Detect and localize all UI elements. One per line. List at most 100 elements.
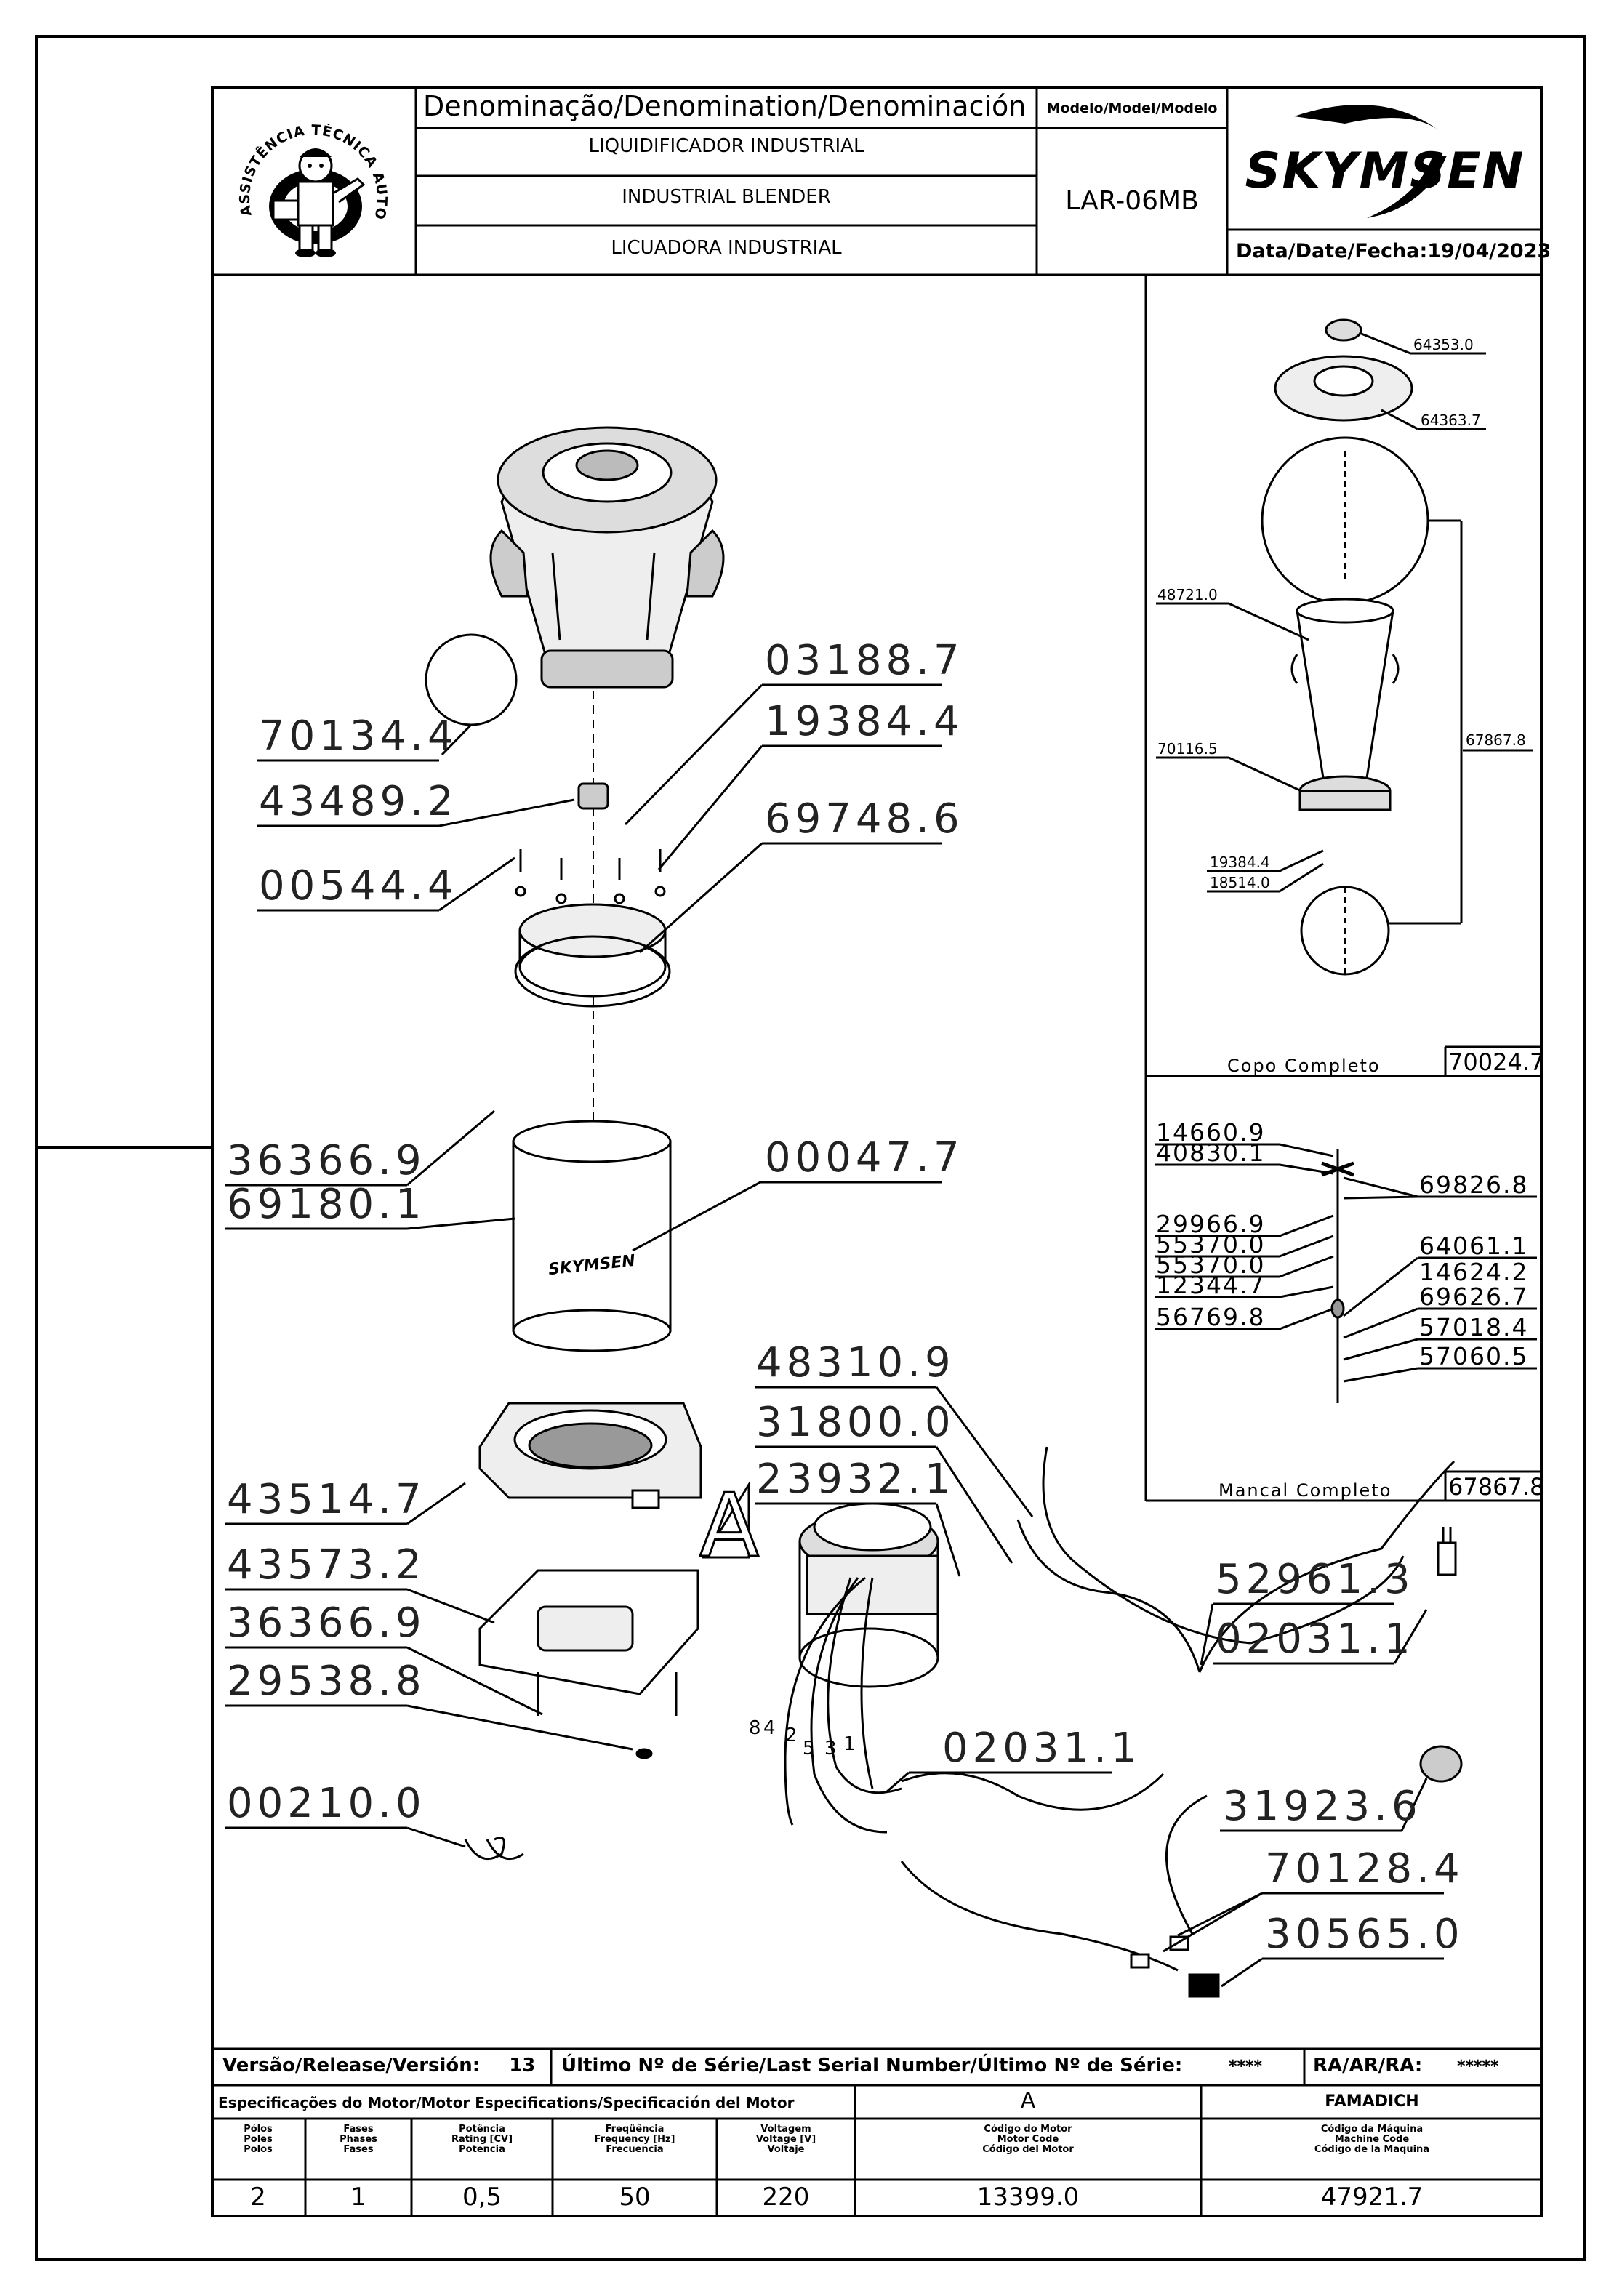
motor-code-header-line: Código do Motor xyxy=(984,2124,1072,2135)
poles-header-line: Pólos xyxy=(244,2124,273,2135)
mancal-code: 67867.8 xyxy=(1448,1473,1545,1501)
mancal-part-label: 55370.0 xyxy=(1156,1251,1266,1279)
part-label: 43514.7 xyxy=(227,1476,426,1523)
poles-header-line: Polos xyxy=(244,2144,273,2155)
ra-label: RA/AR/RA: xyxy=(1313,2055,1423,2076)
part-label: 03188.7 xyxy=(765,637,964,684)
part-label: 70128.4 xyxy=(1265,1845,1464,1892)
machine-code-header-line: Machine Code xyxy=(1334,2134,1410,2145)
model-label: Modelo/Model/Modelo xyxy=(1046,100,1218,116)
date-label: Data/Date/Fecha:19/04/2023 xyxy=(1236,240,1551,262)
mancal-part-label: 14624.2 xyxy=(1419,1258,1529,1286)
wire-number: 4 xyxy=(763,1717,776,1739)
frequency-header-line: Frecuencia xyxy=(606,2144,664,2155)
serial-value: **** xyxy=(1229,2058,1263,2076)
part-label: 52961.3 xyxy=(1216,1556,1415,1603)
outer-frame-tick xyxy=(35,1146,212,1149)
part-label: 69748.6 xyxy=(765,795,964,843)
mancal-part-label: 40830.1 xyxy=(1156,1139,1266,1167)
part-label: 43489.2 xyxy=(259,778,458,825)
part-label: 23932.1 xyxy=(756,1456,955,1503)
part-label: 19384.4 xyxy=(765,698,964,745)
voltage-header-line: Voltage [V] xyxy=(755,2134,816,2145)
version-value: 13 xyxy=(509,2055,536,2076)
mancal-part-label: 55370.0 xyxy=(1156,1230,1266,1259)
copo-part-label: 67867.8 xyxy=(1466,731,1526,749)
part-label: 36366.9 xyxy=(227,1137,426,1184)
product-name-pt: LIQUIDIFICADOR INDUSTRIAL xyxy=(588,135,864,157)
authorized-service-stamp: ASSISTÊNCIA TÉCNICA AUTORIZADA xyxy=(230,106,397,268)
voltage-header-line: Voltagem xyxy=(760,2124,811,2135)
phases-value: 1 xyxy=(350,2183,366,2212)
wire-number: 8 xyxy=(749,1717,761,1739)
wire-number: 1 xyxy=(843,1733,856,1755)
part-label: 31800.0 xyxy=(756,1399,955,1446)
motor-spec-label: Especificações do Motor/Motor Especifica… xyxy=(218,2094,795,2111)
poles-value: 2 xyxy=(250,2183,266,2212)
motor-code-value: 13399.0 xyxy=(976,2183,1080,2212)
wire-number: 5 xyxy=(803,1738,815,1759)
brand-logo: SKYMSEN xyxy=(1245,143,1525,200)
mancal-part-label: 56769.8 xyxy=(1156,1303,1266,1331)
part-label: 43573.2 xyxy=(227,1541,426,1589)
poles-header-line: Poles xyxy=(244,2134,273,2145)
copo-part-label: 19384.4 xyxy=(1210,854,1270,871)
copo-title: Copo Completo xyxy=(1227,1056,1381,1076)
phases-header-line: Fases xyxy=(343,2124,374,2135)
power-value: 0,5 xyxy=(462,2183,502,2212)
copo-part-label: 70116.5 xyxy=(1157,740,1218,758)
copo-part-label: 64353.0 xyxy=(1413,336,1474,353)
frequency-value: 50 xyxy=(619,2183,651,2212)
mancal-part-label: 12344.7 xyxy=(1156,1271,1266,1299)
copo-part-label: 48721.0 xyxy=(1157,586,1218,603)
part-label: 02031.1 xyxy=(942,1725,1141,1772)
mancal-part-label: 64061.1 xyxy=(1419,1232,1529,1260)
power-header-line: Potencia xyxy=(459,2144,505,2155)
part-label: 29538.8 xyxy=(227,1658,426,1705)
power-header-line: Potência xyxy=(459,2124,505,2135)
mancal-part-label: 69826.8 xyxy=(1419,1171,1529,1199)
motor-letter: A xyxy=(1020,2088,1036,2114)
part-label: 36366.9 xyxy=(227,1599,426,1647)
serial-label: Último Nº de Série/Last Serial Number/Úl… xyxy=(561,2055,1183,2076)
mancal-part-label: 69626.7 xyxy=(1419,1283,1529,1311)
frequency-header-line: Frequency [Hz] xyxy=(594,2134,675,2145)
version-label-text: Versão/Release/Versión: xyxy=(222,2055,481,2076)
phases-header-line: Phases xyxy=(340,2134,377,2145)
machine-code-value: 47921.7 xyxy=(1320,2183,1424,2212)
copo-part-label: 64363.7 xyxy=(1421,412,1481,429)
copo-part-label: 18514.0 xyxy=(1210,874,1270,891)
part-label: 30565.0 xyxy=(1265,1911,1464,1958)
machine-code-header-line: Código de la Maquina xyxy=(1314,2144,1430,2155)
phases-header-line: Fases xyxy=(343,2144,374,2155)
voltage-header-line: Voltaje xyxy=(767,2144,805,2155)
frequency-header-line: Freqüência xyxy=(605,2124,665,2135)
detail-marker: A xyxy=(698,1475,760,1578)
date-label-text: Data/Date/Fecha: xyxy=(1236,240,1428,262)
part-label: 70134.4 xyxy=(259,713,458,760)
motor-code-header-line: Código del Motor xyxy=(982,2144,1074,2155)
power-header-line: Rating [CV] xyxy=(451,2134,513,2145)
mancal-part-label: 14660.9 xyxy=(1156,1118,1266,1147)
voltage-value: 220 xyxy=(762,2183,810,2212)
ra-value: ***** xyxy=(1457,2058,1499,2076)
mancal-title: Mancal Completo xyxy=(1218,1480,1392,1501)
wire-number: 3 xyxy=(824,1738,837,1759)
part-label: 00047.7 xyxy=(765,1134,964,1181)
part-label: 31923.6 xyxy=(1223,1783,1422,1830)
part-label: 02031.1 xyxy=(1216,1615,1415,1663)
mancal-part-label: 57060.5 xyxy=(1419,1342,1529,1370)
part-label: 00544.4 xyxy=(259,862,458,910)
part-label: 48310.9 xyxy=(756,1339,955,1386)
